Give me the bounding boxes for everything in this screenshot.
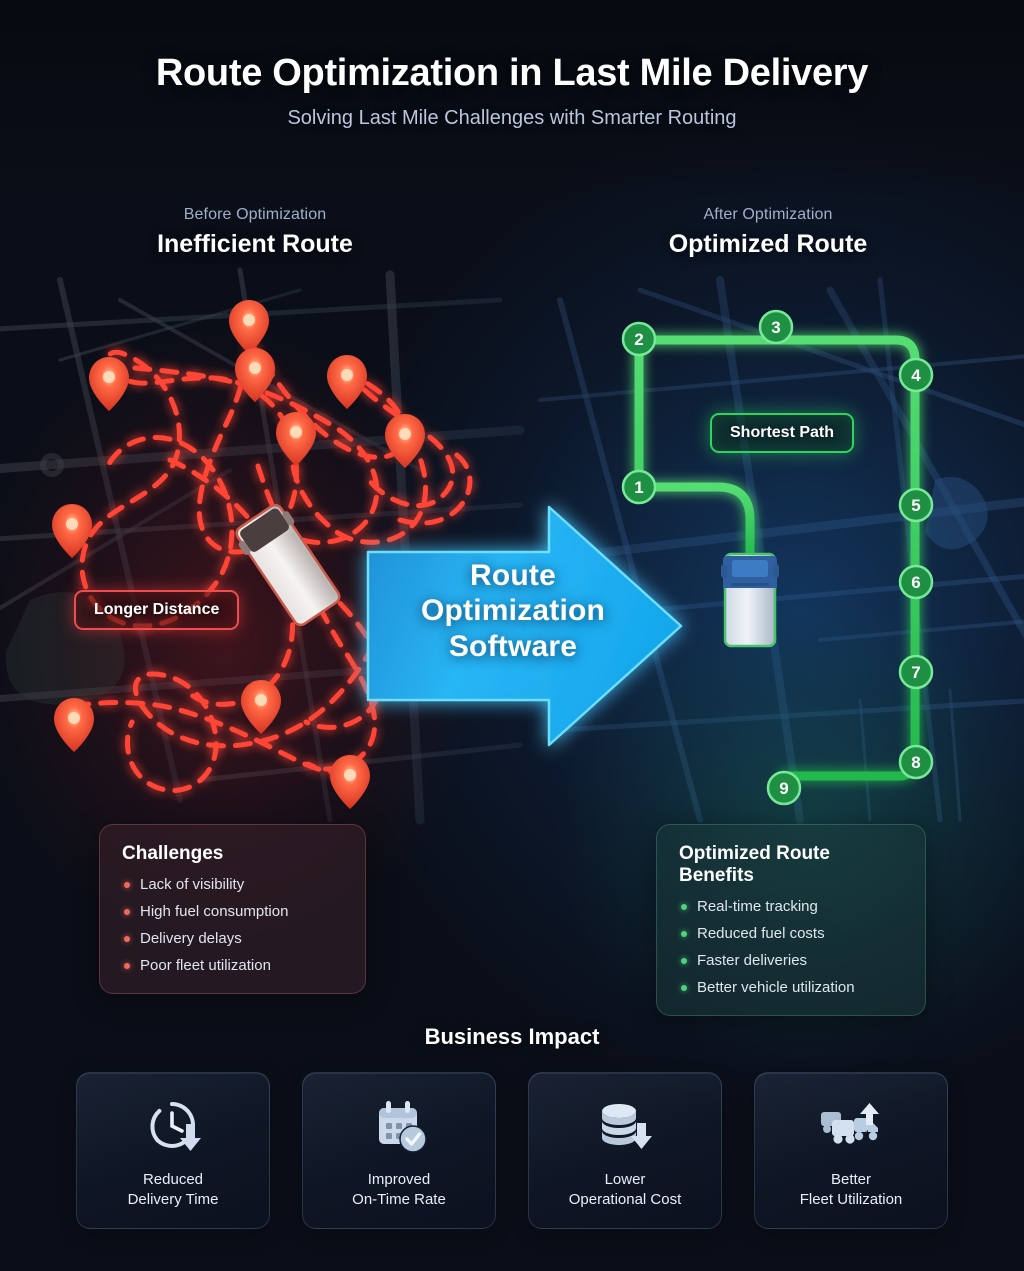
impact-label-line2: Operational Cost <box>568 1190 682 1208</box>
impact-card-label: Better Fleet Utilization <box>800 1170 903 1208</box>
list-item: Real-time tracking <box>679 899 903 914</box>
impact-card-label: Improved On-Time Rate <box>352 1170 446 1208</box>
section-header-before: Before Optimization Inefficient Route <box>75 206 435 259</box>
list-item: Delivery delays <box>122 931 343 946</box>
challenges-title: Challenges <box>122 843 224 864</box>
list-item: Lack of visibility <box>122 877 343 892</box>
impact-label-line2: Fleet Utilization <box>799 1190 903 1208</box>
list-item: High fuel consumption <box>122 904 343 919</box>
list-item: Poor fleet utilization <box>122 958 343 973</box>
arrow-label: Route Optimization Software <box>400 558 626 664</box>
header: Route Optimization in Last Mile Delivery… <box>0 0 1024 130</box>
section-header-after: After Optimization Optimized Route <box>588 206 948 259</box>
benefits-title: Optimized Route Benefits <box>679 843 830 886</box>
impact-label-line1: Improved <box>367 1171 431 1189</box>
list-item: Better vehicle utilization <box>679 980 903 995</box>
challenges-panel: Challenges Lack of visibility High fuel … <box>99 824 366 994</box>
list-item: Faster deliveries <box>679 953 903 968</box>
arrow-label-line1: Route <box>470 559 556 592</box>
clock-down-arrow-icon <box>142 1096 204 1158</box>
impact-label-line1: Lower <box>604 1171 646 1189</box>
benefits-list: Real-time tracking Reduced fuel costs Fa… <box>679 899 903 995</box>
trucks-up-arrow-icon <box>818 1096 884 1158</box>
impact-label-line1: Reduced <box>142 1171 204 1189</box>
arrow-label-line2: Optimization <box>420 594 606 628</box>
business-impact-row: Reduced Delivery Time <box>76 1072 948 1229</box>
impact-card-label: Reduced Delivery Time <box>128 1170 219 1208</box>
after-eyebrow: After Optimization <box>703 206 833 223</box>
coins-down-arrow-icon <box>594 1096 656 1158</box>
impact-label-line1: Better <box>830 1171 871 1189</box>
impact-label-line2: On-Time Rate <box>352 1190 446 1208</box>
benefits-panel: Optimized Route Benefits Real-time track… <box>656 824 926 1016</box>
page-subtitle: Solving Last Mile Challenges with Smarte… <box>287 107 737 129</box>
before-heading: Inefficient Route <box>157 230 353 258</box>
shortest-path-badge: Shortest Path <box>710 413 855 453</box>
longer-distance-badge: Longer Distance <box>74 590 240 630</box>
top-dark-overlay <box>0 0 1024 200</box>
calendar-check-icon <box>368 1096 430 1158</box>
impact-card-lower-operational-cost: Lower Operational Cost <box>528 1072 722 1229</box>
after-heading: Optimized Route <box>668 230 868 258</box>
impact-card-improved-on-time-rate: Improved On-Time Rate <box>302 1072 496 1229</box>
challenges-list: Lack of visibility High fuel consumption… <box>122 877 343 973</box>
business-impact-title: Business Impact <box>424 1024 600 1049</box>
before-eyebrow: Before Optimization <box>183 206 327 223</box>
impact-card-better-fleet-utilization: Better Fleet Utilization <box>754 1072 948 1229</box>
impact-label-line2: Delivery Time <box>127 1190 219 1208</box>
list-item: Reduced fuel costs <box>679 926 903 941</box>
impact-card-reduced-delivery-time: Reduced Delivery Time <box>76 1072 270 1229</box>
impact-card-label: Lower Operational Cost <box>569 1170 682 1208</box>
page-title: Route Optimization in Last Mile Delivery <box>155 52 869 94</box>
arrow-label-line3: Software <box>448 629 578 663</box>
